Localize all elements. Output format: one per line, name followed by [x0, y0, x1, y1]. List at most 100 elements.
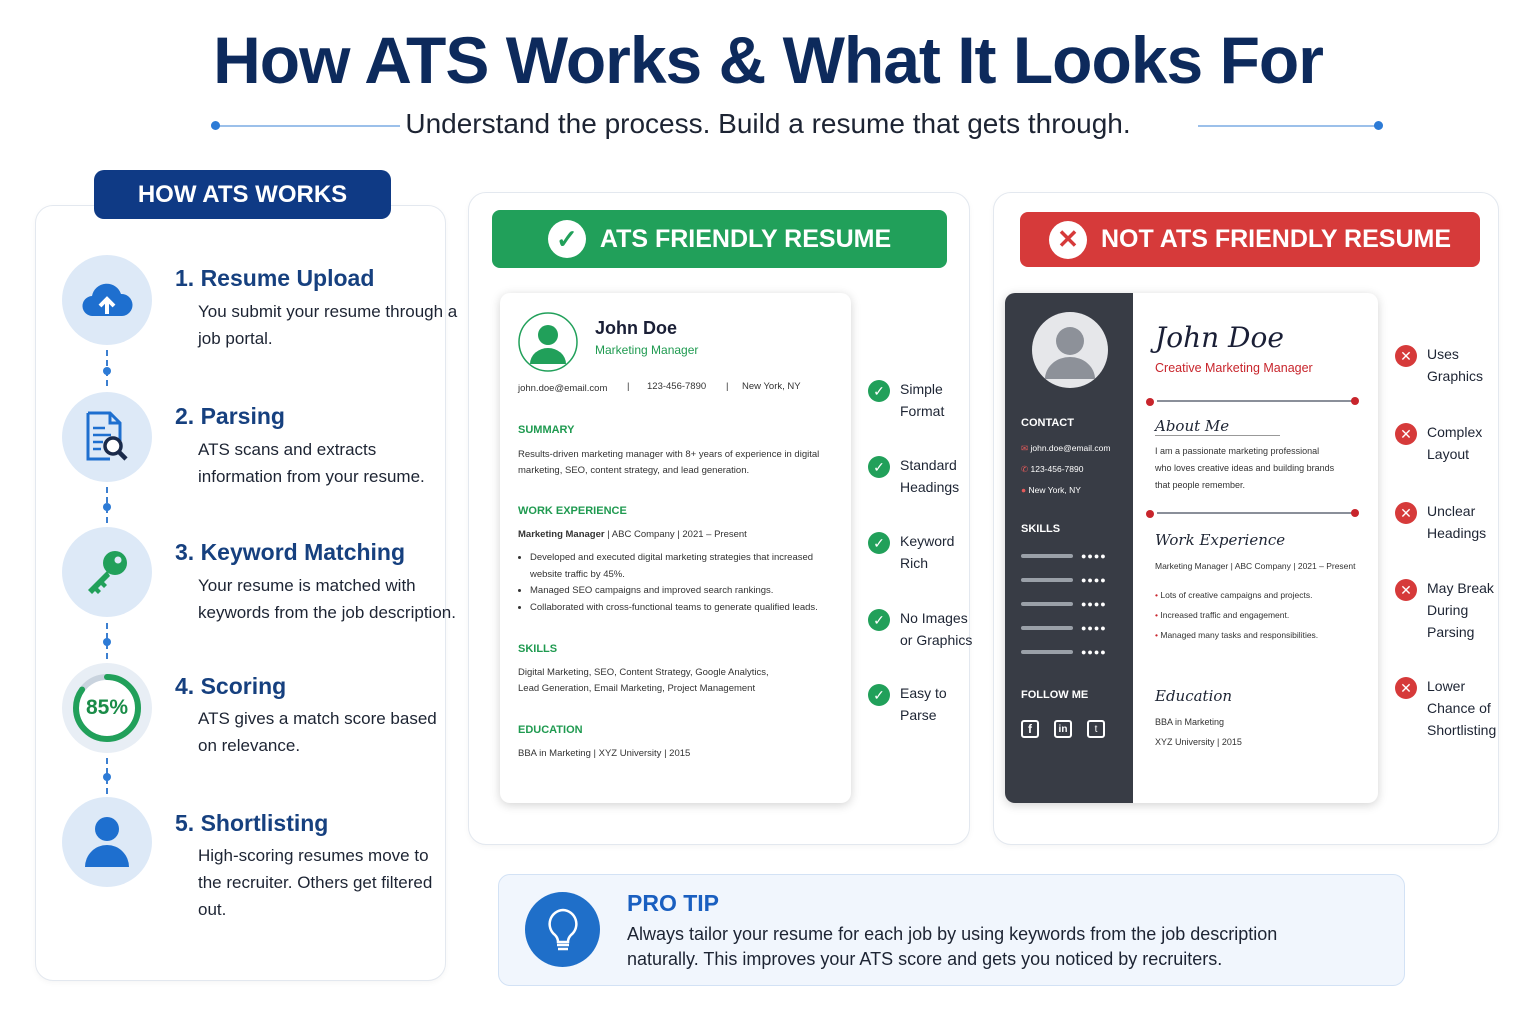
pro-tip-box	[498, 874, 1405, 986]
pro-tip-text: Always tailor your resume for each job b…	[627, 924, 1278, 969]
job-title: Marketing Manager	[518, 529, 605, 540]
resume-name: John Doe	[595, 318, 678, 338]
check-label: Standard Headings	[900, 457, 960, 495]
check-circle-icon: ✓	[547, 220, 586, 258]
header-label: ATS FRIENDLY RESUME	[599, 224, 892, 253]
check-item: ✓ Keyword Rich	[868, 530, 968, 574]
bullet: Managed SEO campaigns and improved searc…	[530, 583, 830, 600]
social-icons: f in t	[1021, 720, 1105, 738]
education-degree: BBA in Marketing	[1155, 717, 1225, 727]
contact-location: New York, NY	[1028, 485, 1081, 495]
twitter-icon[interactable]: t	[1087, 720, 1105, 738]
bullet: Increased traffic and engagement.	[1160, 610, 1290, 620]
resume-email: john.doe@email.com	[518, 383, 608, 394]
check-label: Keyword Rich	[900, 533, 955, 571]
check-icon: ✓	[868, 380, 890, 402]
check-icon: ✓	[868, 456, 890, 478]
step-title: 4. Scoring	[175, 673, 287, 699]
work-heading: Work Experience	[1155, 531, 1286, 549]
step-desc: High-scoring resumes move to the recruit…	[198, 846, 433, 919]
check-icon: ✓	[868, 684, 890, 706]
step-desc: Your resume is matched with keywords fro…	[198, 576, 456, 622]
check-item: ✓ Standard Headings	[868, 454, 968, 498]
ats-friendly-resume: John Doe Marketing Manager john.doe@emai…	[500, 293, 851, 803]
resume-name: John Doe	[1155, 321, 1284, 354]
bullet: Managed many tasks and responsibilities.	[1160, 630, 1319, 640]
key-icon	[62, 527, 152, 617]
skills-heading: SKILLS	[1021, 523, 1061, 535]
document-search-icon	[62, 392, 152, 482]
contact-heading: CONTACT	[1021, 417, 1074, 429]
score-gauge-icon: 85%	[62, 663, 152, 753]
issue-label: Unclear Headings	[1427, 503, 1487, 541]
check-label: Easy to Parse	[900, 685, 947, 723]
contact-email: john.doe@email.com	[1030, 443, 1111, 453]
email-icon: ✉	[1021, 443, 1029, 453]
bullet-list: • Lots of creative campaigns and project…	[1155, 590, 1319, 640]
connector-dot	[103, 367, 111, 375]
phone-icon: ✆	[1021, 464, 1029, 474]
pro-tip-title: PRO TIP	[627, 890, 720, 916]
step-desc: ATS gives a match score based on relevan…	[198, 709, 437, 755]
step-title: 1. Resume Upload	[175, 265, 375, 291]
check-icon: ✓	[868, 609, 890, 631]
issue-item: ✕Uses Graphics	[1395, 343, 1495, 387]
step-title: 3. Keyword Matching	[175, 539, 406, 565]
ornament-line	[1157, 512, 1355, 514]
x-icon: ✕	[1395, 423, 1417, 445]
resume-role: Marketing Manager	[595, 343, 699, 357]
facebook-icon[interactable]: f	[1021, 720, 1039, 738]
how-ats-works-badge: HOW ATS WORKS	[94, 170, 391, 219]
page-title: How ATS Works & What It Looks For	[213, 23, 1324, 97]
avatar-icon	[518, 312, 578, 372]
section-heading: WORK EXPERIENCE	[518, 505, 627, 517]
issue-item: ✕May Break During Parsing	[1395, 577, 1495, 643]
skills-text: Digital Marketing, SEO, Content Strategy…	[518, 667, 769, 694]
contact-phone: 123-456-7890	[1030, 464, 1084, 474]
check-item: ✓ No Images or Graphics	[868, 607, 978, 651]
x-icon: ✕	[1395, 579, 1417, 601]
avatar-icon	[1032, 312, 1108, 388]
not-ats-friendly-header: ✕ NOT ATS FRIENDLY RESUME	[1020, 212, 1480, 267]
bullet: Lots of creative campaigns and projects.	[1160, 590, 1313, 600]
resume-location: New York, NY	[742, 381, 801, 392]
divider-dot	[1374, 121, 1383, 130]
issue-item: ✕ Unclear Headings	[1395, 500, 1495, 544]
x-icon: ✕	[1395, 502, 1417, 524]
ornament-line	[1157, 400, 1355, 402]
user-icon	[62, 797, 152, 887]
not-ats-friendly-resume: CONTACT ✉ john.doe@email.com ✆ 123-456-7…	[1005, 293, 1378, 803]
step-desc: You submit your resume through a job por…	[198, 302, 458, 348]
step-desc: ATS scans and extracts information from …	[198, 440, 425, 486]
education-school: XYZ University | 2015	[1155, 737, 1242, 747]
linkedin-icon[interactable]: in	[1054, 720, 1072, 738]
issue-item: ✕Complex Layout	[1395, 421, 1495, 465]
x-icon: ✕	[1395, 345, 1417, 367]
resume-role: Creative Marketing Manager	[1155, 361, 1313, 375]
bullet: Collaborated with cross-functional teams…	[530, 600, 830, 617]
education-text: BBA in Marketing | XYZ University | 2015	[518, 748, 691, 759]
divider	[215, 125, 400, 127]
about-text: I am a passionate marketing professional…	[1155, 446, 1335, 490]
check-item: ✓Simple Format	[868, 378, 968, 422]
ats-friendly-header: ✓ ATS FRIENDLY RESUME	[492, 210, 947, 268]
summary-text: Results-driven marketing manager with 8+…	[518, 449, 820, 476]
section-heading: SKILLS	[518, 643, 558, 655]
check-label: No Images or Graphics	[900, 610, 973, 648]
check-item: ✓ Easy to Parse	[868, 682, 958, 726]
resume-phone: 123-456-7890	[647, 381, 707, 392]
step-title: 5. Shortlisting	[175, 810, 329, 836]
x-circle-icon: ✕	[1048, 220, 1087, 259]
header-label: NOT ATS FRIENDLY RESUME	[1100, 225, 1452, 253]
section-heading: EDUCATION	[518, 724, 583, 736]
connector-dot	[103, 638, 111, 646]
x-icon: ✕	[1395, 677, 1417, 699]
section-heading: SUMMARY	[518, 424, 575, 436]
follow-heading: FOLLOW ME	[1021, 689, 1089, 701]
bullet: Developed and executed digital marketing…	[530, 550, 830, 583]
skill-bars: ●●●● ●●●● ●●●● ●●●● ●●●●	[1021, 551, 1107, 657]
job-text: Marketing Manager | ABC Company | 2021 –…	[1155, 561, 1356, 571]
lightbulb-icon	[525, 892, 600, 967]
check-icon: ✓	[868, 532, 890, 554]
divider-dot	[211, 121, 220, 130]
